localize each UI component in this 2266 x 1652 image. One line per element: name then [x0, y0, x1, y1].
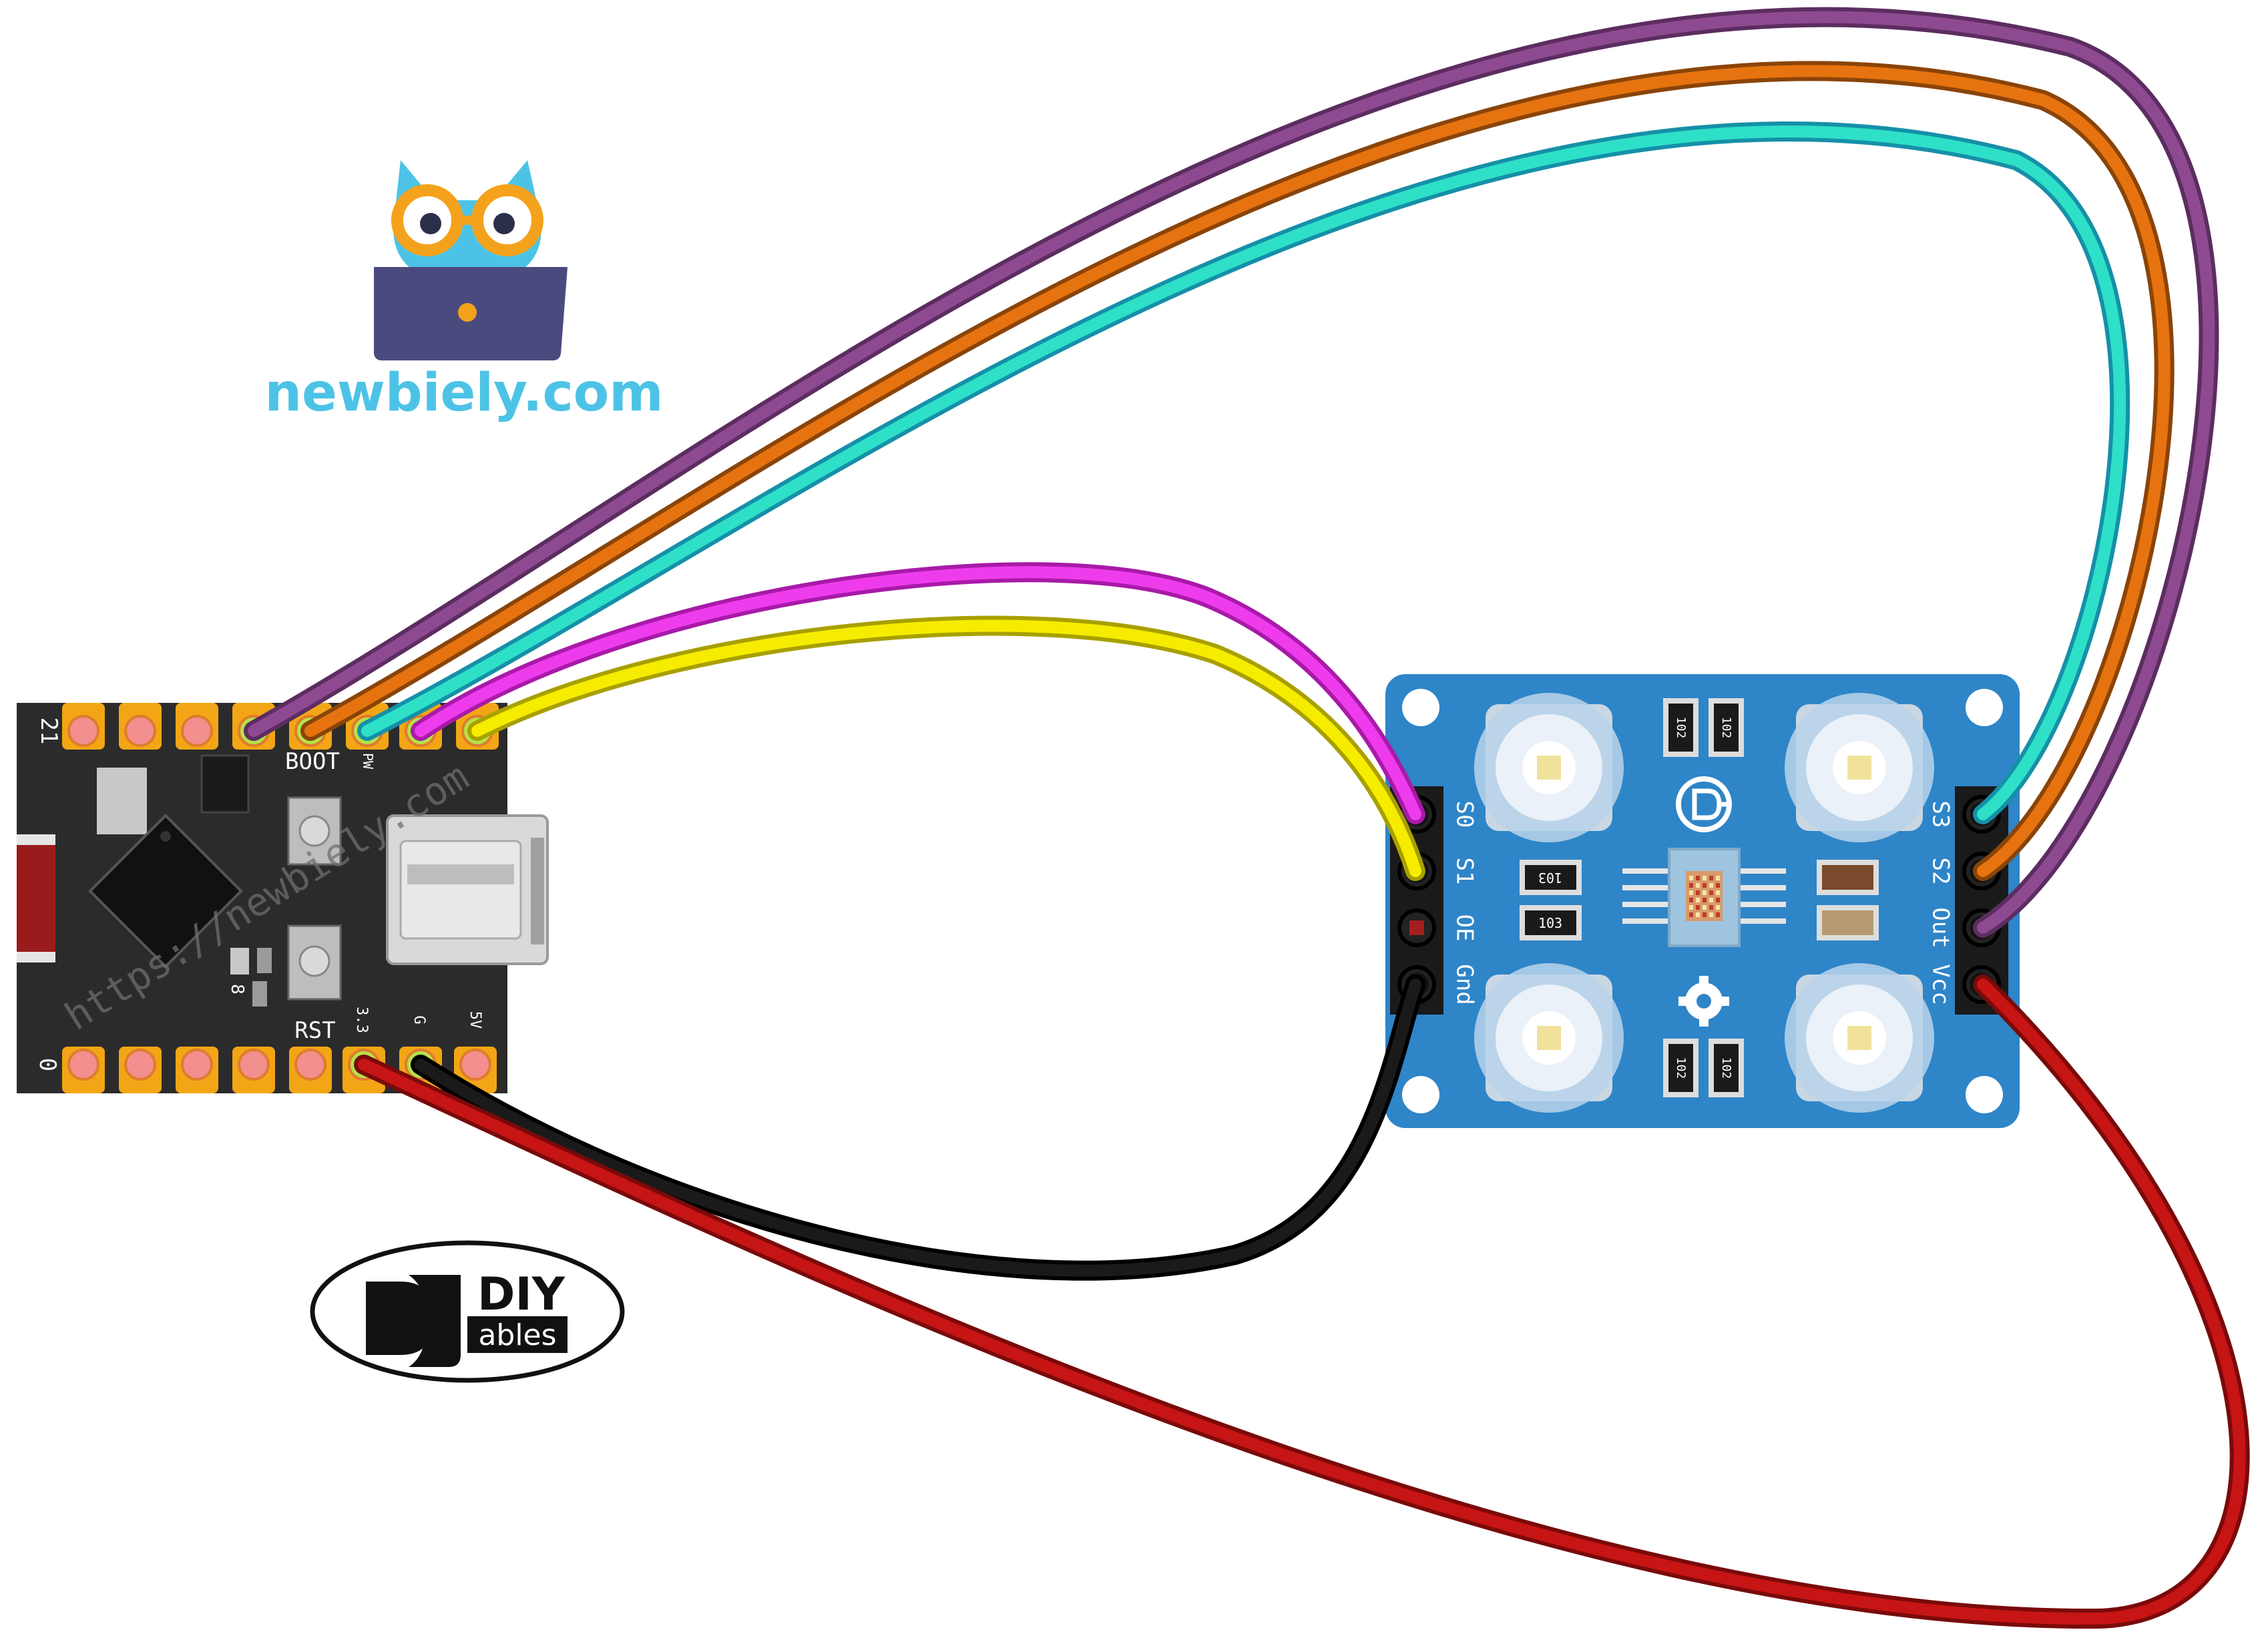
esp32-c3-board: 21 0 BOOT PW RST 3.3 G 5V 8	[17, 703, 549, 1093]
rst-button[interactable]	[287, 924, 342, 1001]
white-led-4	[1785, 963, 1934, 1113]
capacitor-2	[1817, 905, 1879, 940]
wire-yellow	[467, 615, 1425, 881]
resistor-mid-2: 103	[1520, 905, 1582, 940]
wire-magenta	[411, 562, 1425, 824]
board-bottom-pin-4[interactable]	[232, 1047, 275, 1093]
main-chip	[88, 814, 243, 969]
board-top-pin-1[interactable]	[62, 703, 105, 750]
resistor-mid-1-label: 103	[1538, 870, 1562, 886]
pwr-label: PW	[360, 753, 376, 770]
plug-logo-icon	[1676, 776, 1732, 832]
resistor-top-left: 102	[1663, 698, 1698, 757]
resistor-top-right: 102	[1709, 698, 1744, 757]
wire-red	[354, 975, 2250, 1629]
capacitor-1	[1817, 860, 1879, 895]
sensor-label-oe: OE	[1451, 914, 1478, 942]
pin-label-3v3: 3.3	[353, 1007, 370, 1033]
sensor-label-gnd: Gnd	[1451, 964, 1478, 1005]
board-top-pin-2[interactable]	[119, 703, 162, 750]
resistor-bottom-right-label: 102	[1719, 1057, 1733, 1079]
board-bottom-pin-5[interactable]	[289, 1047, 332, 1093]
resistor-top-left-label: 102	[1674, 717, 1688, 739]
board-bottom-pin-1[interactable]	[62, 1047, 105, 1093]
resistor-top-right-label: 102	[1719, 717, 1733, 739]
board-bottom-pin-2[interactable]	[119, 1047, 162, 1093]
dj-mark-icon	[366, 1275, 461, 1367]
resistor-bottom-left-label: 102	[1674, 1057, 1688, 1079]
sensor-label-s0: S0	[1451, 801, 1478, 828]
white-led-2	[1785, 693, 1934, 842]
board-bottom-pin-3[interactable]	[176, 1047, 218, 1093]
pin-label-8: 8	[227, 984, 247, 995]
diyables-logo: DIY ables	[310, 1240, 625, 1383]
resistor-mid-1: 103	[1520, 860, 1582, 895]
resistor-mid-2-label: 103	[1538, 915, 1562, 931]
resistor-bottom-left: 102	[1663, 1039, 1698, 1097]
sensor-label-out: Out	[1928, 907, 1954, 948]
battery-connector	[17, 834, 55, 962]
boot-button[interactable]	[287, 796, 342, 866]
gear-logo-icon	[1678, 976, 1729, 1027]
wire-black	[411, 975, 1425, 1281]
sensor-pin-oe[interactable]	[1397, 908, 1436, 947]
regulator-chip	[97, 768, 147, 834]
pin-label-0: 0	[34, 1058, 61, 1071]
wires	[244, 7, 2250, 1629]
rst-label: RST	[294, 1017, 335, 1044]
pin-label-21: 21	[35, 718, 62, 745]
wire-orange	[300, 61, 2175, 881]
sensor-label-s2: S2	[1928, 858, 1954, 885]
boot-label: BOOT	[285, 748, 340, 775]
sensor-label-vcc: Vcc	[1928, 964, 1954, 1005]
logo-diy-text: DIY	[477, 1268, 565, 1321]
white-led-3	[1474, 963, 1624, 1113]
sensor-chip	[1622, 848, 1786, 947]
wire-purple	[244, 7, 2219, 938]
board-top-pin-3[interactable]	[176, 703, 218, 750]
pin-label-g: G	[411, 1015, 427, 1024]
pin-label-5v: 5V	[467, 1011, 483, 1029]
wire-cyan	[357, 121, 2130, 824]
newbiely-logo: newbiely.com	[264, 160, 664, 423]
sensor-label-s3: S3	[1928, 801, 1954, 828]
white-led-1	[1474, 693, 1624, 842]
logo-text: newbiely.com	[264, 363, 663, 423]
sensor-label-s1: S1	[1451, 858, 1478, 885]
resistor-bottom-right: 102	[1709, 1039, 1744, 1097]
usb-c-connector	[386, 814, 549, 965]
small-chip	[200, 754, 250, 814]
logo-ables-text: ables	[478, 1318, 556, 1352]
